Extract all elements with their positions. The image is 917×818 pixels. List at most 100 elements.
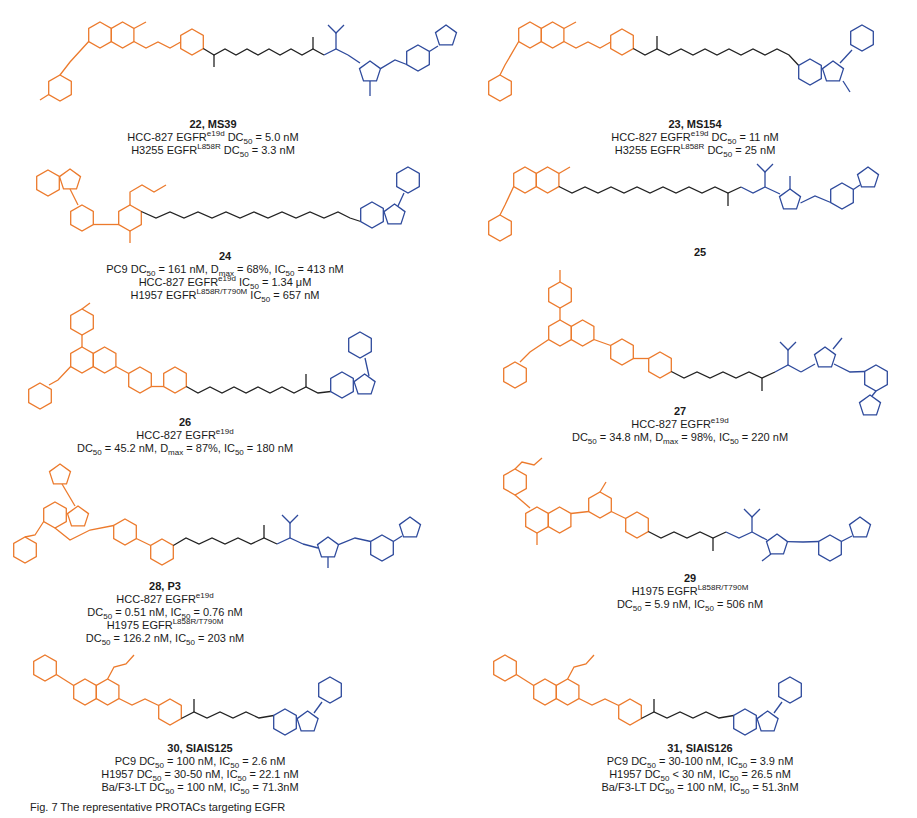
structure-part [213,55,214,67]
structure-part [393,536,402,542]
subscript: 50 [588,437,597,446]
figure-caption: Fig. 7 The representative PROTACs target… [30,801,285,814]
structure-part [360,61,381,81]
structure-part [130,185,166,205]
structure-part [369,81,370,96]
e3-ligand [331,332,375,398]
structure-part [14,537,37,563]
superscript: L858R/T790M [698,583,749,592]
structure-part [89,22,112,48]
structure-part [767,534,788,554]
structure-part [56,675,73,686]
e3-ligand [775,338,887,415]
structure-part [850,517,871,537]
subscript: max [168,448,183,457]
structure-part [129,231,130,243]
structure-part [314,702,322,713]
structure-part [519,22,542,48]
structure-part [400,517,421,537]
activity-data: H1957 DC50 < 30 nM, IC50 = 26.5 nM [609,768,791,781]
compound-label: 26 [179,416,191,429]
structure-part [780,342,796,350]
compound-label: 29 [684,572,696,585]
subscript: 50 [235,448,244,457]
structure-part [44,502,67,528]
superscript: L858R/T790M [197,287,248,296]
structure-part [534,679,557,705]
structure-part [762,554,771,561]
structure-part [600,482,606,492]
compound-label: 31, SIAIS126 [667,742,732,755]
subscript: 50 [165,787,174,796]
structure-part [129,367,152,393]
egfr-ligand [34,655,182,725]
structure-part [619,699,642,725]
structure-part [571,512,589,514]
structure-part [860,395,881,415]
structure-part [787,350,788,365]
egfr-ligand [489,167,570,241]
compound-31-drawing [494,655,802,735]
superscript: e19d [207,129,225,138]
structure-part [789,176,790,189]
structure-part [81,335,82,347]
activity-data: DC50 = 5.9 nM, IC50 = 506 nM [617,598,763,611]
structure-part [834,364,865,372]
structure-part [516,675,533,686]
superscript: e19d [196,591,214,600]
subscript: 50 [102,638,111,647]
structure-part [96,679,119,705]
structure-part [648,532,726,539]
structure-part [571,320,594,346]
egfr-ligand [37,169,166,243]
structure-part [858,167,879,187]
structure-part [536,533,537,545]
subscript: 50 [93,448,102,457]
structure-part [70,189,78,205]
linker [203,37,324,67]
subscript: 50 [261,295,270,304]
e3-ligand [799,25,874,92]
structure-part [371,535,394,561]
structure-part [381,60,407,69]
structure-part [37,170,60,196]
activity-data: Ba/F3-LT DC50 = 100 nM, IC50 = 51.3nM [601,781,798,794]
linker [641,699,733,719]
structure-part [656,36,657,49]
egfr-ligand [14,464,174,565]
structure-part [641,712,733,719]
compound-label: 27 [674,405,686,418]
structure-part [775,365,801,372]
structure-part [515,495,530,508]
structure-part [500,42,519,76]
structure-part [297,711,318,731]
structure-part [823,61,844,81]
structure-part [851,25,874,51]
structure-part [181,29,204,55]
structure-part [653,699,654,712]
superscript: L858R [681,142,705,151]
structure-part [312,37,313,49]
superscript: e19d [216,427,234,436]
activity-data: HCC-827 EGFRe19d [136,429,233,442]
structure-part [398,193,404,206]
structure-part [289,523,290,538]
subscript: 50 [186,638,195,647]
activity-data: H1957 EGFRL858R/T790M IC50 = 657 nM [131,289,320,302]
structure-part [277,538,303,544]
egfr-ligand [29,303,187,409]
e3-ligand [726,509,871,561]
activity-data: DC50 = 34.8 nM, Dmax = 98%, IC50 = 220 n… [572,431,788,444]
structure-part [349,332,372,358]
structure-part [526,507,549,533]
structure-part [71,205,94,231]
subscript: 50 [665,787,674,796]
structure-part [788,541,819,543]
structure-part [831,183,854,209]
structure-part [611,339,634,365]
structure-part [564,42,611,49]
structure-part [397,167,420,193]
structure-part [116,367,129,374]
structure-part [407,45,430,71]
